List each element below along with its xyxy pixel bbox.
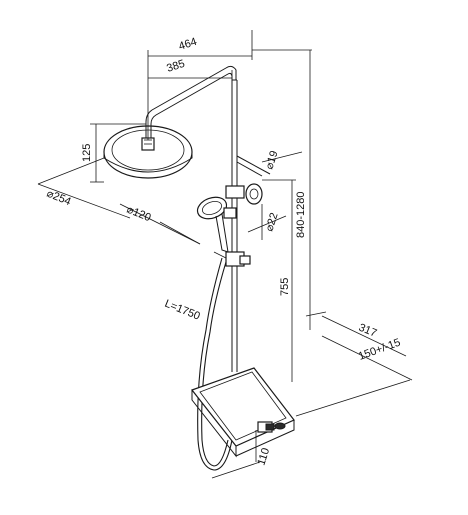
thermostatic-shelf <box>191 367 295 458</box>
shower-hose <box>197 257 233 471</box>
label-hose-length: L=1750 <box>163 298 202 323</box>
shower-arm <box>145 65 237 138</box>
label-wall-distance: 150+/-15 <box>357 337 402 363</box>
riser-pipe <box>231 79 238 372</box>
label-total-arm-width: 464 <box>177 36 198 53</box>
label-head-height: 125 <box>81 144 93 162</box>
slider <box>213 251 251 267</box>
label-shelf-depth: 317 <box>357 322 379 340</box>
label-head-diameter: ⌀254 <box>45 188 73 208</box>
label-arm-reach: 385 <box>165 58 186 75</box>
wall-bracket-top <box>225 155 271 205</box>
label-pipe-diameter-top: ⌀19 <box>263 149 280 171</box>
dimension-lines <box>37 30 413 479</box>
label-pipe-diameter-bottom: ⌀22 <box>263 211 280 233</box>
rain-shower-head <box>103 125 193 179</box>
hand-shower <box>196 196 237 253</box>
label-base-height: 110 <box>255 447 272 467</box>
label-slider-height: 755 <box>279 278 291 296</box>
label-handshower-offset: ⌀120 <box>125 204 153 224</box>
label-height-range: 840-1280 <box>295 192 307 239</box>
